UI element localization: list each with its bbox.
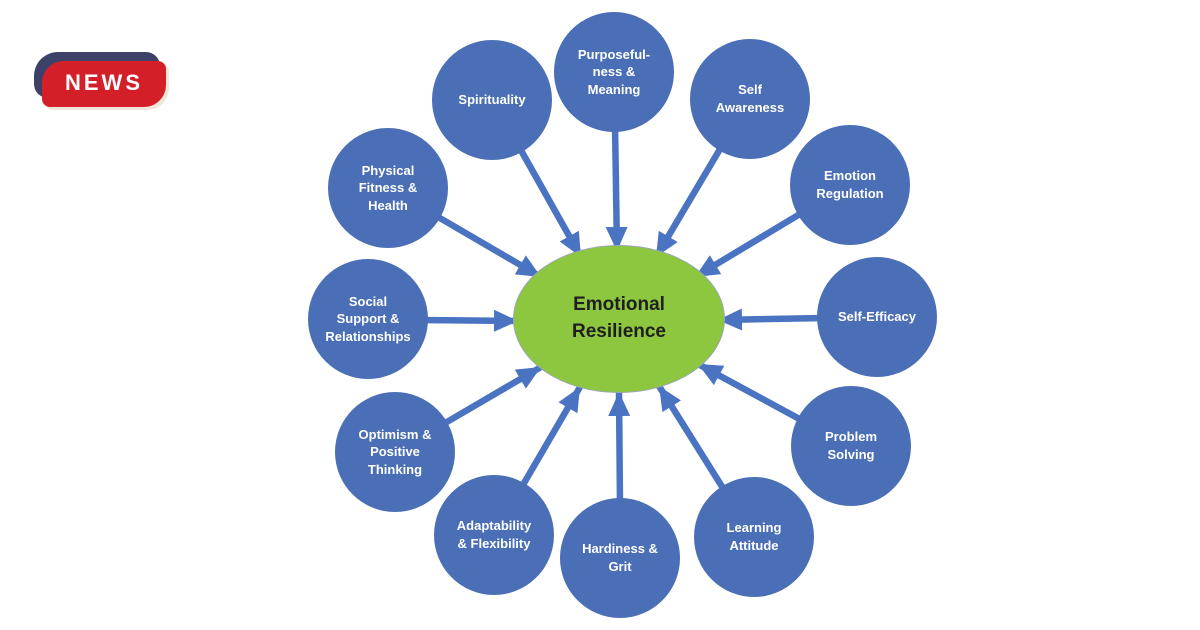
node-label: Self-Efficacy [837, 309, 917, 325]
node-label: Spirituality [458, 92, 526, 108]
arrow-self-efficacy [717, 308, 826, 331]
node-label: Physical Fitness & Health [358, 162, 418, 213]
node-label: Purposeful- ness & Meaning [577, 46, 651, 97]
node-physical-fitness-health: Physical Fitness & Health [328, 128, 448, 248]
news-badge-front-shape: NEWS [42, 61, 166, 107]
node-learning-attitude: Learning Attitude [694, 477, 814, 597]
arrow-physical-fitness-health [431, 211, 543, 280]
node-self-awareness: Self Awareness [690, 39, 810, 159]
arrow-adaptability-flexibility [517, 385, 583, 492]
arrow-purposefulness-meaning [605, 123, 628, 252]
node-label: Self Awareness [715, 82, 785, 115]
node-label: Social Support & Relationships [325, 293, 411, 344]
node-optimism-positive-thinking: Optimism & Positive Thinking [335, 392, 455, 512]
node-purposefulness-meaning: Purposeful- ness & Meaning [554, 12, 674, 132]
node-label: Learning Attitude [726, 520, 782, 553]
node-hardiness-grit: Hardiness & Grit [560, 498, 680, 618]
arrow-spirituality [515, 143, 584, 259]
node-problem-solving: Problem Solving [791, 386, 911, 506]
arrow-hardiness-grit [608, 391, 631, 507]
center-label: Emotional Resilience [572, 294, 666, 342]
arrow-learning-attitude [656, 384, 729, 495]
arrow-self-awareness [653, 142, 726, 259]
node-emotion-regulation: Emotion Regulation [790, 125, 910, 245]
arrow-emotion-regulation [693, 208, 807, 280]
node-label: Adaptability & Flexibility [456, 518, 532, 551]
arrow-optimism-positive-thinking [438, 364, 543, 429]
news-badge-label: NEWS [65, 70, 143, 95]
center-ellipse: Emotional Resilience [513, 245, 725, 393]
node-label: Problem Solving [824, 429, 877, 462]
arrow-social-support-relationships [419, 309, 519, 332]
node-self-efficacy: Self-Efficacy [817, 257, 937, 377]
node-adaptability-flexibility: Adaptability & Flexibility [434, 475, 554, 595]
node-label: Hardiness & Grit [582, 541, 658, 574]
node-spirituality: Spirituality [432, 40, 552, 160]
node-social-support-relationships: Social Support & Relationships [308, 259, 428, 379]
node-label: Optimism & Positive Thinking [358, 426, 432, 477]
node-label: Emotion Regulation [816, 168, 884, 201]
arrow-problem-solving [696, 361, 807, 425]
news-badge: NEWS [34, 52, 174, 114]
